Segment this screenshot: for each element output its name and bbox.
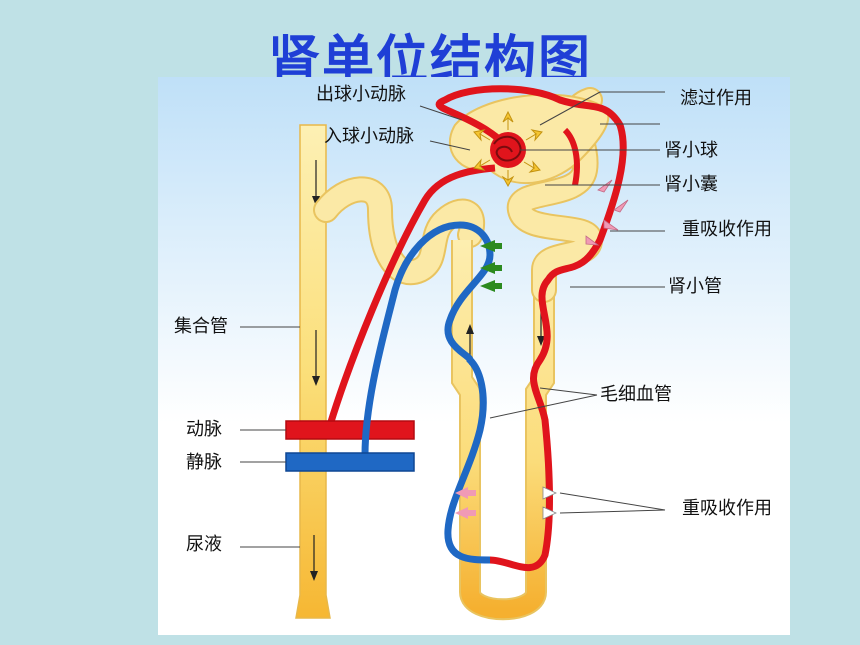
label-renal-tubule: 肾小管 [668,276,722,297]
label-artery: 动脉 [186,419,222,440]
distal-tubule [313,176,486,285]
label-afferent-arteriole: 入球小动脉 [324,126,414,147]
label-urine: 尿液 [186,534,222,555]
leader-lines [240,91,666,548]
green-reabsorption-arrows [480,240,502,292]
filtration-arrows [473,110,543,188]
pink-reabsorption-arrows [585,179,629,246]
loop-of-henle [451,240,555,621]
label-vein: 静脉 [186,452,222,473]
label-reabsorption-top: 重吸收作用 [682,219,772,240]
label-reabsorption-bottom: 重吸收作用 [682,498,772,519]
label-filtration: 滤过作用 [680,88,752,109]
collecting-duct [295,124,331,619]
label-capillaries: 毛细血管 [600,384,672,405]
artery-vessels [285,85,627,571]
label-collecting-duct: 集合管 [174,316,228,337]
label-efferent-arteriole: 出球小动脉 [316,84,406,105]
label-glomerulus: 肾小球 [664,140,718,161]
label-bowmans-capsule: 肾小囊 [664,174,718,195]
loop-reabsorption-arrows [455,486,557,520]
glomerulus [490,132,526,168]
